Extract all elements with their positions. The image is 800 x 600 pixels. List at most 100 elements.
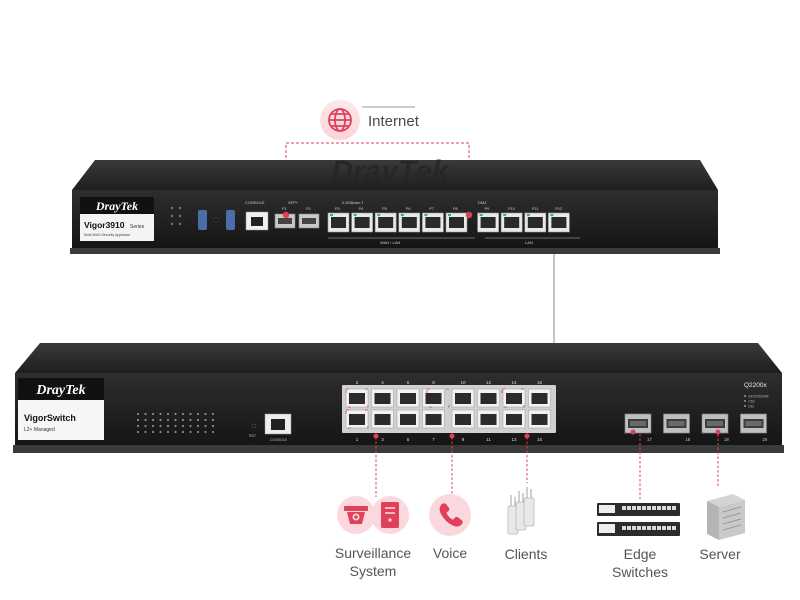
switch-status-led	[144, 430, 147, 434]
switch-status-led	[189, 430, 192, 434]
edge-switch-port	[672, 526, 676, 530]
edge-switch-port	[632, 506, 636, 510]
switch-status-led	[196, 418, 200, 422]
router-ethernet-port	[445, 212, 468, 233]
switch-port-number: 12	[486, 380, 492, 385]
switch-ethernet-port	[345, 388, 369, 408]
switch-status-led	[166, 418, 170, 422]
switch-status-led	[166, 412, 170, 416]
legend-dot	[744, 405, 746, 407]
access-point-icon	[507, 487, 535, 535]
switch-status-led	[174, 424, 177, 428]
switch-status-led	[174, 430, 177, 434]
router-usb-port	[226, 210, 235, 230]
phone-icon	[439, 503, 463, 527]
edge-switch-port	[657, 506, 661, 510]
internet-label: Internet	[368, 113, 419, 130]
switch-ethernet-port	[477, 409, 500, 429]
edge-switch-port	[637, 526, 641, 530]
switch-icon	[597, 503, 680, 536]
switch-status-led	[196, 412, 200, 416]
switch-ethernet-port	[396, 409, 420, 429]
switch-status-led	[166, 430, 170, 434]
switch-sub: L2+ Managed	[24, 427, 55, 433]
router-ethernet-port	[548, 212, 570, 233]
voice-node	[429, 494, 471, 536]
edge-switch-port	[662, 526, 666, 530]
edge-switch-port	[647, 506, 651, 510]
switch-port-number: 10	[460, 380, 466, 385]
server-label: Server	[699, 546, 741, 562]
switch-port-number: 16	[537, 380, 543, 385]
switch-ethernet-port	[528, 388, 551, 408]
switch-sfp-number: 19	[724, 437, 729, 442]
switch-ethernet-port	[451, 388, 475, 408]
switch-ethernet-port	[422, 388, 445, 408]
router-port-label: P7	[429, 207, 434, 211]
router-brand: DrayTek	[95, 199, 138, 213]
router-ethernet-port	[422, 212, 444, 233]
svg-text:DrayTek: DrayTek	[331, 155, 450, 188]
device-link-dots	[373, 429, 721, 439]
edge-switch-port	[662, 506, 666, 510]
nvr-icon	[381, 502, 399, 528]
router-connection-dot	[465, 211, 473, 219]
switch-status-led	[211, 424, 215, 428]
router-speed-label: 2.5GBase-T	[342, 200, 364, 205]
router-dmz-label: DMZ	[478, 200, 487, 205]
edge-switch-port	[632, 526, 636, 530]
switch-sfp-port	[740, 413, 767, 434]
switch-port-number: 1	[356, 437, 359, 442]
switch-name: VigorSwitch	[24, 413, 76, 423]
switch-status-led	[144, 418, 147, 422]
router-port-label: P9	[485, 207, 490, 211]
switch-port-number: 14	[511, 380, 517, 385]
switch-port-number: 8	[432, 380, 435, 385]
switch-ethernet-port	[502, 388, 526, 408]
router-port-label: P11	[532, 207, 538, 211]
edge-switch-port	[627, 506, 631, 510]
switch-sfp-number: 17	[647, 437, 652, 442]
surveillance-label: Surveillance System	[323, 544, 423, 580]
device-links	[375, 434, 719, 499]
switch-port-number: 9	[462, 437, 465, 442]
edge-switch-port	[642, 526, 646, 530]
legend-dot	[744, 400, 746, 402]
switch-ethernet-port	[528, 409, 551, 429]
switch-ethernet-port	[477, 388, 500, 408]
switch-status-led	[151, 430, 155, 434]
router-tagline: Multi-WAN Security Appliance	[84, 233, 130, 237]
switch-status-led	[204, 418, 207, 422]
switch-reset-button	[251, 423, 257, 429]
router-port-label: P6	[406, 207, 411, 211]
edge-switch-port	[647, 526, 651, 530]
router-connection-dot	[282, 211, 290, 219]
legend-label: 2.5G	[748, 400, 755, 404]
router-port-label: P5	[382, 207, 387, 211]
router-ethernet-port	[477, 212, 499, 233]
router-ethernet-port	[500, 212, 523, 233]
switch-status-led	[151, 418, 155, 422]
switch-ethernet-port	[502, 409, 526, 429]
switch-status-led	[159, 412, 162, 416]
switch-status-led	[159, 430, 162, 434]
switch-console-label: CONSOLE	[270, 438, 288, 442]
switch-status-led	[181, 430, 185, 434]
edge-switches-label: Edge Switches	[600, 545, 680, 581]
switch-status-led	[144, 412, 147, 416]
edge-switch-port	[667, 506, 671, 510]
switch-port-number: 3	[381, 437, 384, 442]
switch-status-led	[136, 430, 140, 434]
edge-switch-port	[652, 506, 656, 510]
switch-ethernet-port	[396, 388, 420, 408]
switch-status-led	[159, 418, 162, 422]
surveillance-icons	[337, 496, 409, 534]
switch-status-led	[174, 412, 177, 416]
router-port-label: P10	[508, 207, 515, 211]
router-lan-label: LAN	[525, 240, 533, 245]
switch-status-led	[189, 418, 192, 422]
switch-port-number: 13	[511, 437, 517, 442]
